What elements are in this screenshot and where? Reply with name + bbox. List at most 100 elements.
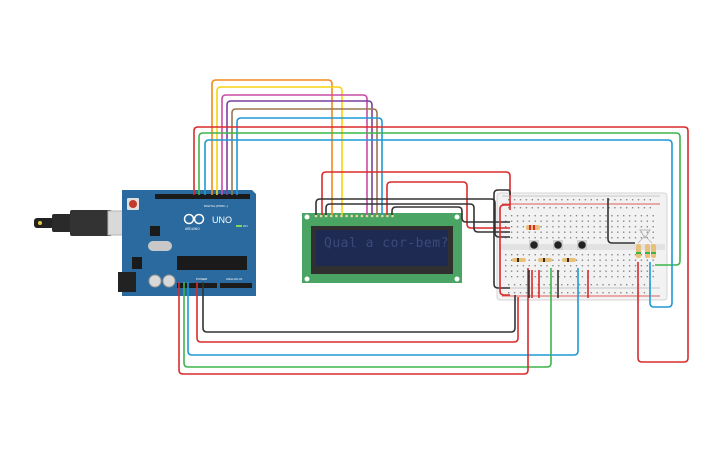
breadboard-hole [599,276,601,278]
resistor-band [533,225,535,230]
resistor-pulldown-1[interactable] [512,258,526,262]
breadboard-hole [646,265,648,267]
breadboard-hole [640,270,643,272]
breadboard-hole [567,284,569,286]
breadboard-hole [634,265,637,267]
wire-black-lcd-3[interactable] [391,206,510,223]
breadboard-hole [534,259,536,261]
breadboard-hole [617,237,619,239]
breadboard-hole [516,220,519,222]
breadboard-hole [640,259,643,261]
breadboard-hole [575,215,578,217]
breadboard-hole [593,259,595,261]
wire-blue-bottom[interactable] [187,268,579,356]
wire-blue-top[interactable] [204,139,673,308]
wire-black-rail-loop[interactable] [493,189,511,289]
resistor-pulldown-2[interactable] [538,258,552,262]
usb-chip [150,226,160,236]
breadboard-hole [564,265,566,267]
breadboard-hole [522,237,525,239]
breadboard-hole [611,276,613,278]
resistor-body [651,244,656,258]
wire-red-bottom-1[interactable] [196,282,519,343]
wire-green-top[interactable] [198,132,681,266]
breadboard-hole [508,292,510,294]
lcd-16x2[interactable]: Qual a cor-bem? [302,213,462,283]
wires [178,79,689,375]
breadboard-hole [611,259,613,261]
breadboard-hole [623,276,625,278]
breadboard-hole [652,237,654,239]
breadboard-hole [626,284,628,286]
reset-button[interactable] [129,200,137,208]
wire-black-lcd-2[interactable] [325,203,510,233]
breadboard-hole [528,237,530,239]
breadboard-hole [611,220,613,222]
breadboard-hole [552,254,554,256]
pushbutton-3[interactable] [577,240,587,250]
resistor-top[interactable] [526,225,540,230]
breadboard-hole [569,226,572,228]
lcd-pin [360,214,364,218]
wire-orange-lcd[interactable] [211,79,333,215]
resistor-led-b[interactable] [651,244,656,258]
button-cap[interactable] [554,241,562,249]
breadboard-hole [617,231,619,233]
lcd-pin [370,214,374,218]
breadboard-hole [599,254,601,256]
wire-brown-lcd[interactable] [231,108,378,215]
resistor-band [651,252,656,254]
breadboard-hole [646,231,648,233]
breadboard-hole [578,292,581,294]
breadboard-hole [505,259,507,261]
breadboard-hole [584,199,587,201]
breadboard-hole [623,254,625,256]
breadboard-hole [540,226,542,228]
wire-green-bottom[interactable] [183,268,552,368]
breadboard-hole [596,284,598,286]
breadboard-hole [546,254,548,256]
breadboard-hole [528,259,530,261]
resistor-pulldown-3[interactable] [562,258,576,262]
breadboard-hole [614,284,616,286]
breadboard-hole [634,270,637,272]
resistor-led-g[interactable] [645,244,650,258]
lcd-pin [345,214,348,218]
lcd-pin [324,214,328,218]
resistor-led-r[interactable] [636,244,641,258]
wire-magenta-lcd[interactable] [221,94,368,215]
wire-red-top[interactable] [193,126,689,363]
arduino-uno[interactable]: UNO ARDUINO DIGITAL (PWM ~) POWER ANALOG… [34,190,256,296]
breadboard-hole [564,215,566,217]
pushbutton-1[interactable] [529,240,539,250]
arduino-model-label: UNO [212,215,232,225]
wire-red-lcd-2[interactable] [386,181,510,229]
button-cap[interactable] [578,241,586,249]
power-label: POWER [196,277,208,281]
breadboard-hole [593,231,595,233]
wire-black-bottom[interactable] [202,282,516,333]
breadboard-hole [643,207,646,209]
breadboard-hole [652,231,654,233]
wire-purple-lcd[interactable] [226,100,373,215]
wire-yellow-lcd[interactable] [216,86,343,215]
wire-red-rail-loop[interactable] [499,204,510,296]
breadboard-hole [522,220,525,222]
breadboard-hole [605,259,607,261]
breadboard-hole [505,265,507,267]
breadboard-hole [510,226,513,228]
wire-red-lcd-vcc[interactable] [321,171,511,215]
pushbutton-2[interactable] [553,240,563,250]
lcd-pin [365,214,369,218]
wire-blue-lcd[interactable] [236,117,383,215]
resistor-band [529,225,531,230]
on-led [236,225,242,227]
wire-black-led[interactable] [607,198,635,244]
breadboard-hole [617,254,619,256]
rgb-led[interactable] [637,229,653,244]
wire-red-bottom-2[interactable] [178,268,529,375]
breadboard-hole [623,220,625,222]
button-cap[interactable] [530,241,538,249]
breadboard-hole [617,270,619,272]
usb-plug [70,210,112,236]
